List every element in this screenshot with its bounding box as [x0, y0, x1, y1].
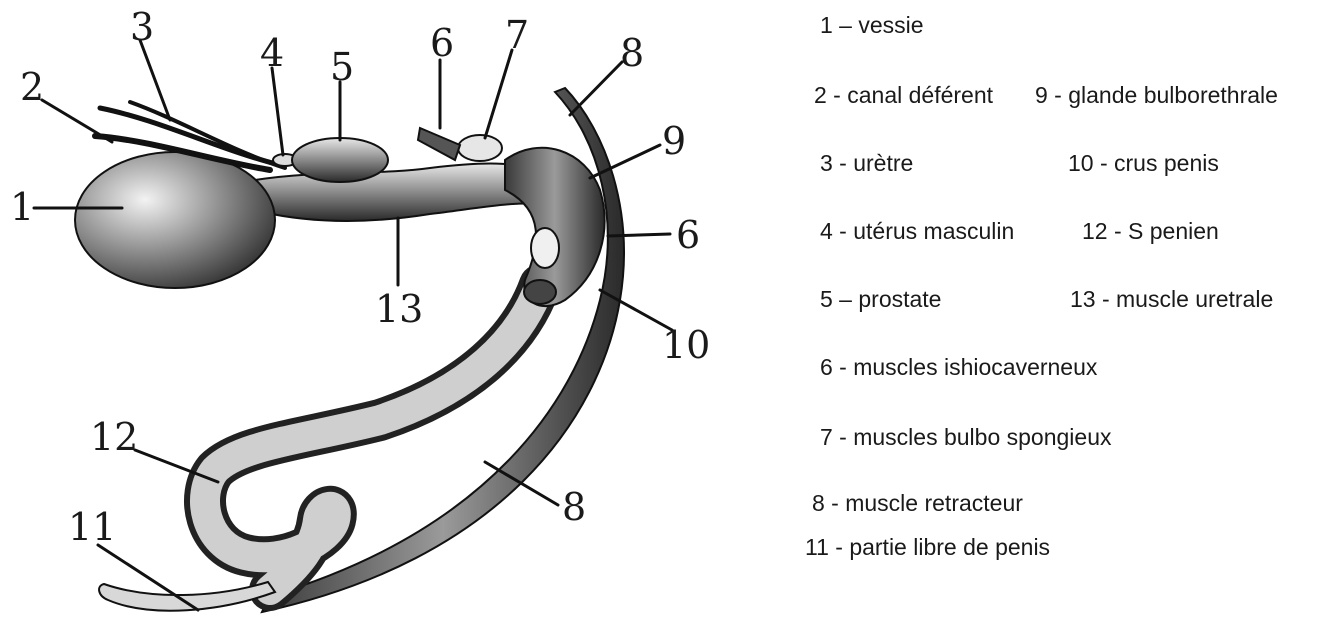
label-6-right: 6 [676, 213, 700, 257]
bulbospongiosus-shape [458, 135, 502, 161]
crus-penis-shape [531, 228, 559, 268]
label-12: 12 [90, 415, 138, 459]
label-10: 10 [662, 323, 710, 367]
legend-item-7: 7 - muscles bulbo spongieux [820, 424, 1112, 451]
label-6-top: 6 [430, 21, 454, 65]
bladder-shape [75, 152, 275, 288]
legend-item-13: 13 - muscle uretrale [1070, 286, 1273, 313]
legend-item-2: 2 - canal déférent [814, 82, 993, 109]
legend-item-11: 11 - partie libre de penis [805, 534, 1050, 561]
label-1: 1 [10, 185, 34, 229]
legend-item-4: 4 - utérus masculin [820, 218, 1014, 245]
legend-item-10: 10 - crus penis [1068, 150, 1219, 177]
legend-item-5: 5 – prostate [820, 286, 941, 313]
free-penis-shape [99, 582, 275, 611]
label-8-top: 8 [620, 31, 644, 75]
legend-item-9: 9 - glande bulborethrale [1035, 82, 1278, 109]
label-8-bottom: 8 [562, 485, 586, 529]
bulbourethral-gland-shape [524, 280, 556, 304]
label-4: 4 [260, 31, 284, 75]
label-2: 2 [20, 65, 44, 109]
legend-item-6: 6 - muscles ishiocaverneux [820, 354, 1097, 381]
label-11: 11 [68, 505, 116, 549]
legend-item-3: 3 - urètre [820, 150, 913, 177]
label-3: 3 [130, 5, 154, 49]
label-13: 13 [375, 287, 423, 331]
legend-item-1: 1 – vessie [820, 12, 924, 39]
legend-item-8: 8 - muscle retracteur [812, 490, 1023, 517]
legend-item-12: 12 - S penien [1082, 218, 1219, 245]
prostate-shape [292, 138, 388, 182]
label-9: 9 [662, 119, 686, 163]
label-5: 5 [330, 45, 354, 89]
ischiocavernosus-tip-shape [418, 128, 460, 160]
label-7: 7 [505, 13, 529, 57]
